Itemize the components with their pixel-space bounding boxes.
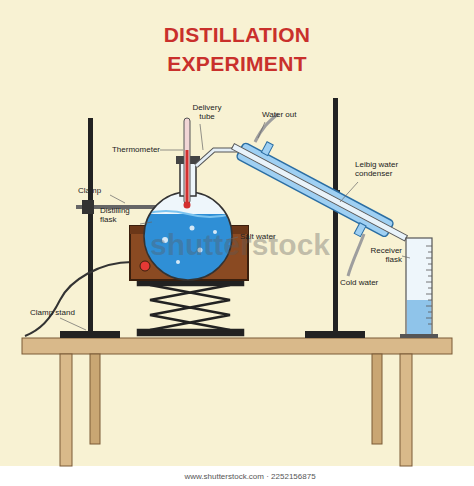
part-label: Receiver flask	[366, 246, 402, 264]
part-label: Delivery tube	[190, 103, 224, 121]
part-label: Clamp stand	[30, 308, 90, 317]
delivery-tube	[196, 150, 238, 166]
table	[22, 338, 452, 466]
footer-band	[0, 466, 474, 486]
water-hose	[348, 234, 364, 276]
part-label: Thermometer	[106, 145, 160, 154]
title: DISTILLATION EXPERIMENT	[117, 20, 357, 79]
part-label: Clamp	[78, 186, 118, 195]
watermark: www.shutterstock.com · 2252156875	[150, 472, 350, 481]
power-cable	[25, 262, 132, 336]
part-label: Cold water	[340, 278, 390, 287]
part-label: Water out	[262, 110, 312, 119]
leader-line	[60, 122, 410, 330]
part-label: Leibig water condenser	[355, 160, 407, 178]
watermark: shutterstock	[140, 228, 340, 263]
part-label: Distilling flask	[100, 206, 140, 224]
scissor-jack	[138, 280, 243, 335]
receiver-cylinder	[400, 238, 438, 338]
thermometer	[184, 118, 191, 209]
